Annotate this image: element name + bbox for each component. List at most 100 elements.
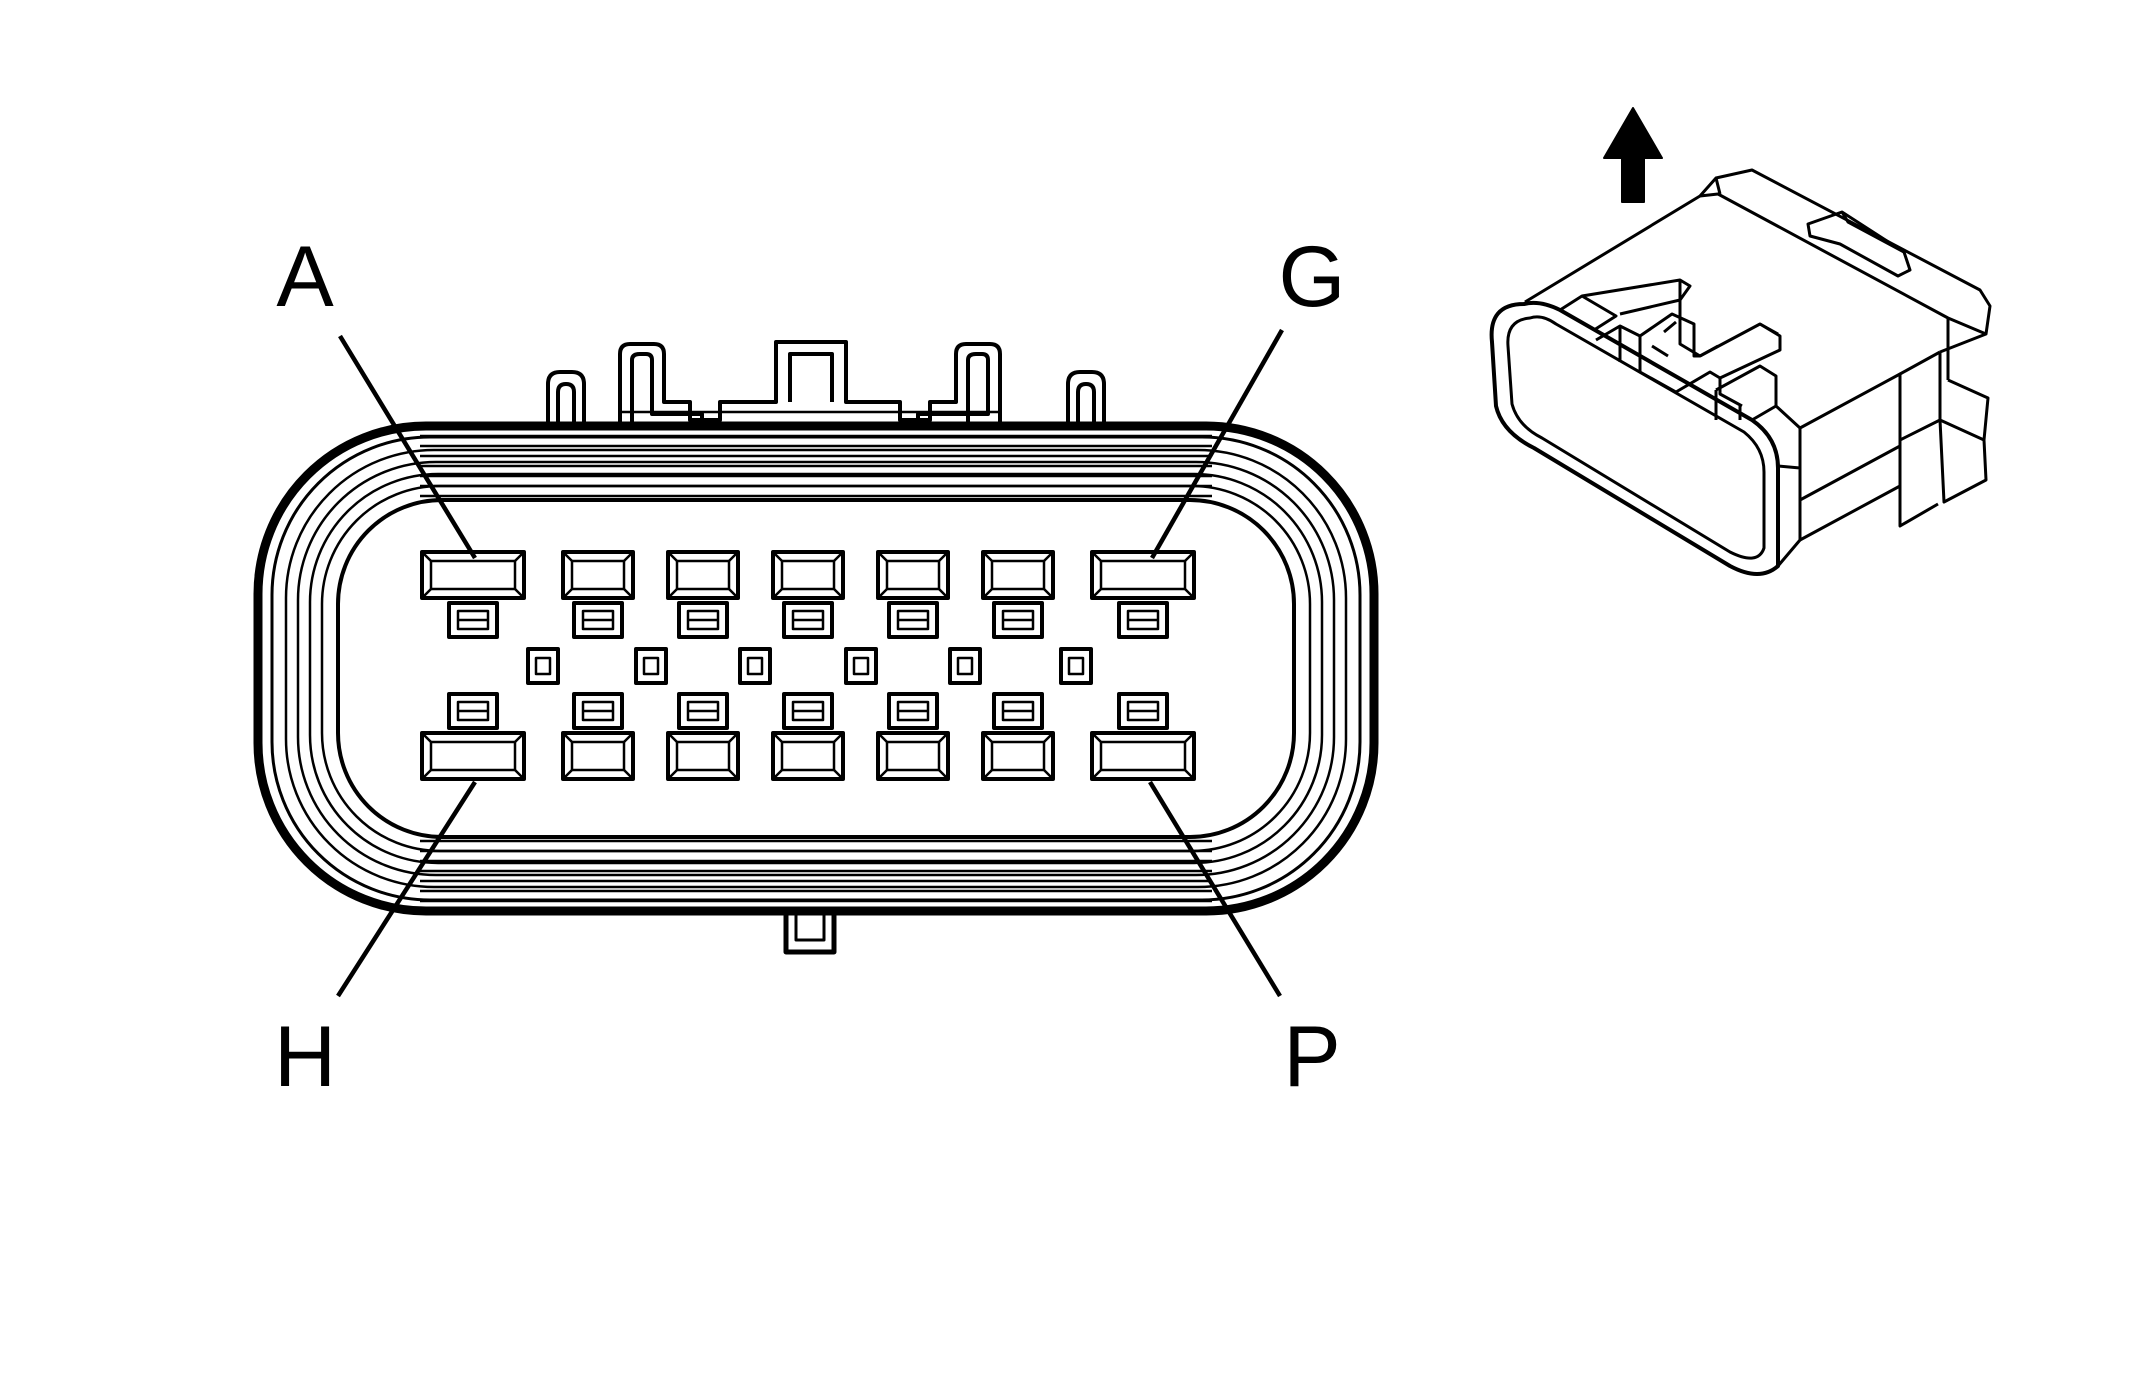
tiny-cavity-inner	[534, 656, 552, 676]
terminal-bevel	[982, 732, 1054, 780]
terminal-row-bottom	[876, 731, 950, 781]
tiny-cavity-inner	[956, 656, 974, 676]
terminal-inner	[885, 559, 941, 591]
latch-outline	[992, 692, 1044, 730]
terminal-row-top	[771, 550, 845, 600]
connector-face-view	[253, 340, 1379, 955]
terminal-bevel	[421, 732, 525, 780]
tiny-cavity-inner	[642, 656, 660, 676]
latch-outline	[1117, 692, 1169, 730]
latch-outline	[572, 601, 624, 639]
housing-rim-2	[284, 448, 1348, 889]
tiny-cavity-outline	[738, 647, 772, 685]
terminal-latch-top	[447, 601, 499, 639]
terminal-row-top	[876, 550, 950, 600]
latch-outline	[887, 692, 939, 730]
latch-outline	[887, 601, 939, 639]
terminal-inner	[429, 740, 517, 772]
terminal-inner	[780, 740, 836, 772]
terminal-row-bottom	[666, 731, 740, 781]
terminal-outline	[771, 731, 845, 781]
terminal-latch-top	[572, 601, 624, 639]
center-cavity	[948, 647, 982, 685]
tiny-cavity-inner	[852, 656, 870, 676]
housing-rim-3	[296, 460, 1336, 877]
terminal-row-top	[561, 550, 635, 600]
terminal-inner	[675, 559, 731, 591]
terminal-outline	[876, 731, 950, 781]
pin-label-h: H	[274, 1009, 336, 1105]
tiny-cavity-outline	[1059, 647, 1093, 685]
terminal-latch-bottom	[1117, 692, 1169, 730]
terminal-inner	[885, 740, 941, 772]
tiny-cavity-outline	[526, 647, 560, 685]
terminal-inner	[1099, 559, 1187, 591]
terminal-latch-bottom	[992, 692, 1044, 730]
terminal-inner	[675, 740, 731, 772]
connector-isometric-view	[1489, 107, 1992, 576]
terminal-row-top	[420, 550, 526, 600]
latch-outline	[572, 692, 624, 730]
terminal-inner	[1099, 740, 1187, 772]
terminal-row-top	[1090, 550, 1196, 600]
terminal-latch-top	[677, 601, 729, 639]
terminal-outline	[561, 731, 635, 781]
terminal-bevel	[562, 732, 634, 780]
terminal-inner	[570, 740, 626, 772]
housing-rim-1	[270, 435, 1362, 902]
latch-outline	[1117, 601, 1169, 639]
latch-outline	[992, 601, 1044, 639]
center-cavity	[844, 647, 878, 685]
terminal-outline	[771, 550, 845, 600]
center-cavity	[738, 647, 772, 685]
terminal-row-bottom	[771, 731, 845, 781]
latch-outline	[677, 601, 729, 639]
terminal-bevel	[982, 551, 1054, 599]
tiny-cavity-outline	[948, 647, 982, 685]
terminal-row-bottom	[1090, 731, 1196, 781]
terminal-row-bottom	[981, 731, 1055, 781]
terminal-row-top	[666, 550, 740, 600]
terminal-outline	[981, 731, 1055, 781]
terminal-bevel	[772, 732, 844, 780]
pin-leader-lines	[336, 328, 1284, 998]
leader-line-p	[1148, 780, 1282, 998]
terminal-outline	[981, 550, 1055, 600]
terminal-bevel	[562, 551, 634, 599]
tiny-cavity-outline	[634, 647, 668, 685]
terminal-outline	[1090, 731, 1196, 781]
terminal-row-top	[981, 550, 1055, 600]
bottom-key	[783, 911, 837, 955]
latch-outline	[447, 692, 499, 730]
top-latch-features	[546, 340, 1106, 426]
terminal-latch-top	[782, 601, 834, 639]
terminal-bevel	[1091, 551, 1195, 599]
terminal-bevel	[877, 551, 949, 599]
arrow-up-icon	[1603, 107, 1663, 203]
center-cavity	[634, 647, 668, 685]
terminal-bevel	[421, 551, 525, 599]
terminal-latch-bottom	[887, 692, 939, 730]
terminal-cavities	[420, 550, 1196, 781]
terminal-inner	[990, 740, 1046, 772]
terminal-latch-bottom	[677, 692, 729, 730]
terminal-row-bottom	[561, 731, 635, 781]
leader-line-g	[1150, 328, 1284, 560]
housing-inner-wall	[336, 498, 1296, 839]
housing-rim-4	[308, 472, 1324, 865]
terminal-outline	[420, 731, 526, 781]
center-cavity	[526, 647, 560, 685]
housing-outer-outline	[253, 421, 1379, 916]
terminal-bevel	[667, 551, 739, 599]
terminal-outline	[561, 550, 635, 600]
terminal-row-bottom	[420, 731, 526, 781]
tiny-cavity-inner	[1067, 656, 1085, 676]
terminal-bevel	[772, 551, 844, 599]
terminal-inner	[570, 559, 626, 591]
latch-outline	[782, 692, 834, 730]
pin-label-p: P	[1283, 1009, 1340, 1105]
terminal-outline	[876, 550, 950, 600]
terminal-latch-bottom	[782, 692, 834, 730]
terminal-bevel	[877, 732, 949, 780]
